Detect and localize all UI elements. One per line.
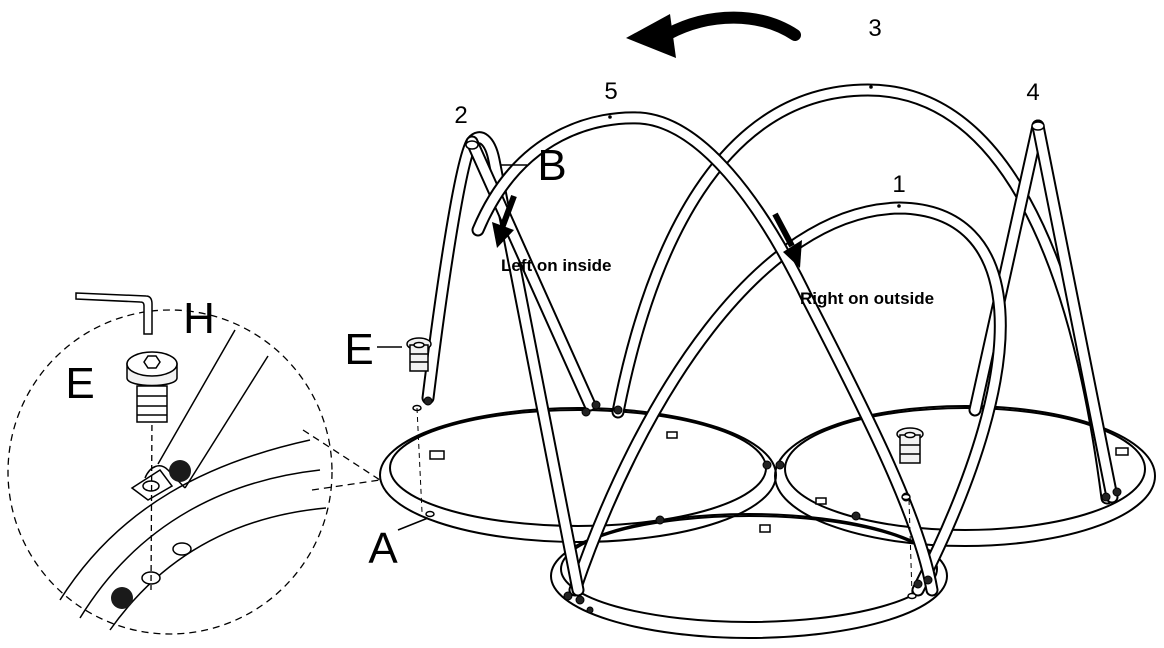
- part-h-label: H: [183, 294, 215, 343]
- arch-tubes: [421, 83, 1119, 597]
- allen-key-h: [75, 292, 153, 335]
- ring-tabs: [429, 431, 1129, 533]
- arch-5-label: 5: [604, 78, 617, 105]
- arch-1-tube: [568, 201, 1007, 597]
- detail-callout: [7, 292, 381, 635]
- arch-2-label: 2: [454, 102, 467, 129]
- left-on-inside-note: Left on inside: [501, 256, 612, 275]
- arch-4-tube: [968, 119, 1119, 504]
- right-ring: [774, 405, 1156, 547]
- right-direction-arrow: [772, 212, 802, 268]
- arch-1-label: 1: [892, 171, 905, 198]
- part-e-detail-label: E: [65, 359, 94, 408]
- base-frame-rings: [379, 405, 1156, 639]
- mount-holes: [412, 404, 917, 600]
- part-a-label: A: [368, 524, 398, 573]
- arch-2-tube: [421, 131, 597, 597]
- screw-e-right: [896, 427, 924, 464]
- left-direction-arrow: [492, 194, 517, 248]
- detail-ring-band: [59, 439, 327, 631]
- arch-3-label: 3: [868, 15, 881, 42]
- arch-5-tube: [471, 111, 939, 597]
- dashed-guide-lines: [416, 407, 913, 595]
- detail-tube: [144, 329, 269, 489]
- detail-tab-hole: [130, 468, 174, 501]
- right-on-outside-note: Right on outside: [800, 289, 934, 308]
- left-ring: [379, 407, 777, 543]
- part-b-label: B: [537, 141, 566, 190]
- diagram-labels: 2 5 3 4 1 B E A H E Left on inside Right…: [65, 15, 1039, 573]
- arch-top-marks: [608, 85, 901, 208]
- front-ring: [550, 513, 948, 639]
- arch-3-tube: [611, 83, 1114, 505]
- detail-axis-line: [150, 414, 153, 591]
- rotation-arrow: [626, 11, 801, 58]
- arch-4-label: 4: [1026, 79, 1039, 106]
- detail-screw-e: [126, 351, 178, 423]
- joint-fasteners: [423, 396, 1122, 614]
- screw-e-main: [406, 337, 432, 372]
- tube-end-caps: [465, 121, 1045, 150]
- part-e-main-label: E: [344, 325, 373, 374]
- detail-dots: [111, 460, 191, 609]
